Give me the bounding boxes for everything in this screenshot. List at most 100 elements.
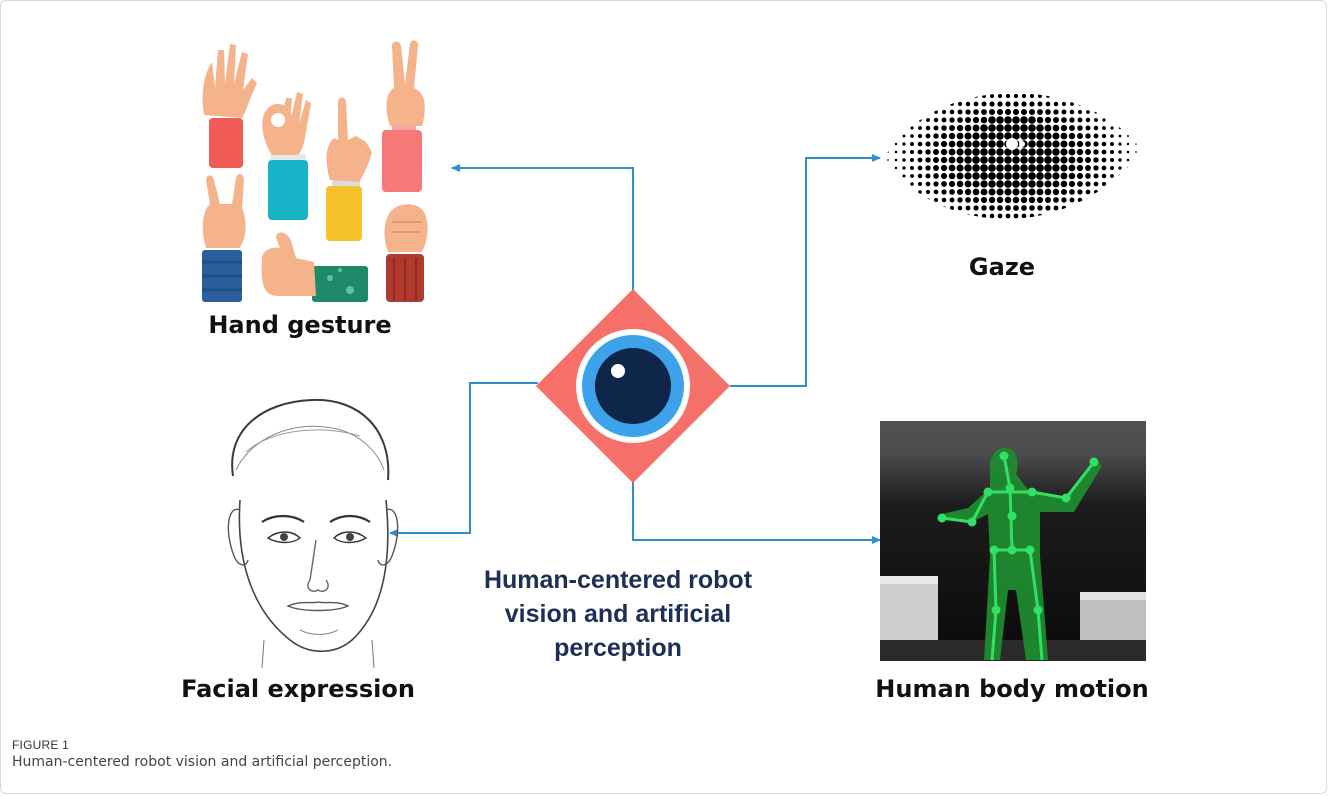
halftone-dot [1044,148,1052,156]
open-palm-hand-icon [203,44,257,168]
halftone-dot [941,125,947,131]
halftone-dot [1094,118,1098,122]
halftone-dot [1022,214,1027,219]
halftone-dot [1039,87,1042,90]
halftone-dot [1061,117,1067,123]
halftone-dot [933,141,939,147]
halftone-dot [933,133,938,138]
halftone-dot [949,141,956,148]
halftone-dot [1077,165,1083,171]
halftone-dot [1077,173,1083,179]
halftone-dot [965,117,971,123]
center-concept-label: Human-centered robot vision and artifici… [450,563,786,665]
halftone-dot [1085,149,1091,155]
halftone-dot [1000,240,1001,241]
halftone-dot [1005,205,1011,211]
halftone-dot [998,86,1001,89]
halftone-dot [1102,118,1105,121]
halftone-dot [941,141,947,147]
halftone-dot [1085,173,1091,179]
halftone-dot [952,232,953,233]
halftone-dot [887,143,888,144]
halftone-dot [1012,116,1020,124]
halftone-dot [1004,172,1012,180]
halftone-dot [928,224,929,225]
halftone-dot [1063,223,1066,226]
halftone-dot [1014,214,1019,219]
halftone-dot [895,191,896,192]
halftone-dot [1028,148,1036,156]
halftone-dot [988,172,996,180]
halftone-dot [972,172,979,179]
halftone-dot [1038,222,1041,225]
halftone-dot [1093,141,1098,146]
halftone-dot [935,103,938,106]
halftone-dot [1071,87,1072,88]
halftone-dot [880,176,881,177]
halftone-dot [887,151,889,153]
halftone-dot [1096,224,1097,225]
halftone-dot [887,135,888,136]
halftone-dot [1078,118,1083,123]
halftone-dot [1044,156,1052,164]
halftone-dot [1053,197,1059,203]
rock-sign-hand-icon [202,174,246,302]
halftone-dot [904,208,905,209]
halftone-dot [1064,80,1065,81]
halftone-dot [1110,150,1114,154]
halftone-dot [1077,133,1083,139]
halftone-dot [1094,134,1099,139]
halftone-dot [911,119,914,122]
halftone-dot [1032,240,1033,241]
halftone-dot [1077,141,1083,147]
halftone-dot [895,143,897,145]
halftone-dot [1061,173,1068,180]
facial-expression-label: Facial expression [168,675,428,703]
halftone-dot [1012,124,1020,132]
halftone-dot [1094,182,1099,187]
vision-eye-icon [536,289,730,483]
halftone-dot [982,94,986,98]
halftone-dot [1119,199,1120,200]
halftone-dot [1144,144,1145,145]
halftone-dot [1029,197,1035,203]
halftone-dot [918,118,921,121]
halftone-dot [1005,109,1011,115]
halftone-dot [1063,231,1064,232]
halftone-dot [1060,140,1067,147]
halftone-dot [1048,240,1049,241]
halftone-dot [1136,128,1137,129]
halftone-dot [988,132,996,140]
halftone-dot [1095,103,1097,105]
halftone-dot [1070,102,1074,106]
halftone-dot [1031,87,1034,90]
halftone-dot [1061,181,1068,188]
halftone-dot [997,197,1003,203]
halftone-dot [919,103,921,105]
halftone-dot [1044,164,1052,172]
halftone-dot [1044,132,1051,139]
halftone-dot [957,125,963,131]
halftone-dot [999,79,1001,81]
halftone-dot [1046,102,1051,107]
thumbs-up-hand-icon [262,232,368,302]
halftone-dot [936,88,937,89]
halftone-dot [1070,214,1073,217]
halftone-dot [1135,135,1136,136]
halftone-dot [1046,214,1050,218]
halftone-dot [1036,124,1044,132]
halftone-dot [1030,214,1035,219]
halftone-dot [1052,132,1059,139]
halftone-dot [1007,231,1009,233]
halftone-dot [1028,164,1036,172]
halftone-dot [903,183,906,186]
halftone-dot [918,134,922,138]
halftone-dot [1094,110,1097,113]
halftone-dot [1060,164,1067,171]
halftone-dot [980,132,988,140]
halftone-dot [1004,180,1012,188]
halftone-dot [1036,140,1044,148]
halftone-dot [925,165,930,170]
halftone-dot [880,168,881,169]
halftone-dot [996,116,1004,124]
